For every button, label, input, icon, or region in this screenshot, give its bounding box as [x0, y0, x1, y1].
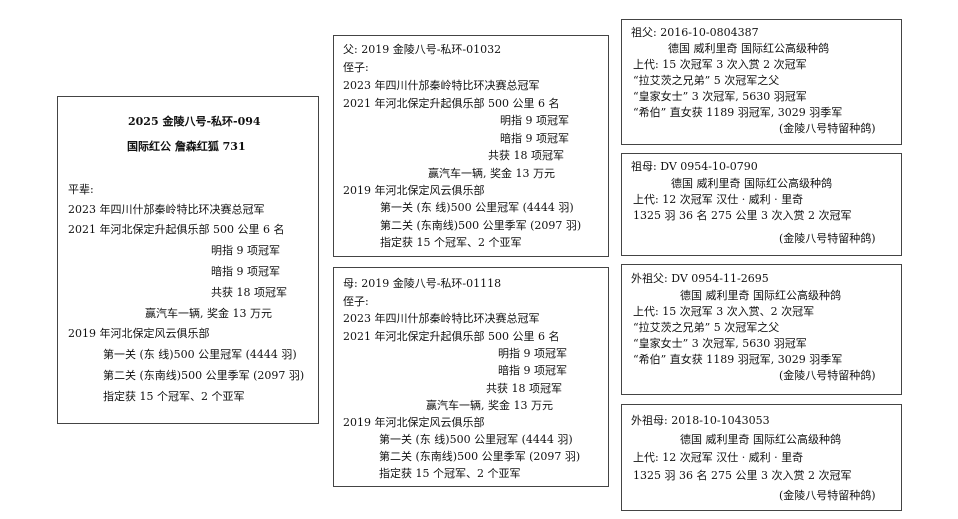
paternal-grandmother-card: 祖母: DV 0954-10-0790 德国 威利里奇 国际红公高级种鸽 上代:…: [621, 153, 902, 256]
maternal-grandmother-card: 外祖母: 2018-10-1043053 德国 威利里奇 国际红公高级种鸽 上代…: [621, 404, 902, 511]
mother-line: 2023 年四川什邡秦岭特比环决赛总冠军: [343, 312, 540, 325]
paternal-grandmother-ring-number: 祖母: DV 0954-10-0790: [631, 160, 758, 173]
maternal-grandfather-line: “皇家女士” 3 次冠军, 5630 羽冠军: [633, 337, 807, 350]
maternal-grandfather-line: “希伯” 直女获 1189 羽冠军, 3029 羽季军: [633, 353, 843, 366]
father-line: 第一关 (东 线)500 公里冠军 (4444 羽): [380, 201, 574, 214]
mother-line: 指定获 15 个冠军、2 个亚军: [379, 467, 521, 480]
father-line: 2023 年四川什邡秦岭特比环决赛总冠军: [343, 79, 540, 92]
paternal-grandmother-line: 上代: 12 次冠军 汉仕 · 威利 · 里奇: [633, 193, 804, 206]
father-line: 第二关 (东南线)500 公里季军 (2097 羽): [380, 219, 582, 232]
subject-breed-name: 国际红公 詹森红狐 731: [127, 140, 246, 153]
subject-line: 指定获 15 个冠军、2 个亚军: [103, 390, 245, 403]
subject-line: 赢汽车一辆, 奖金 13 万元: [145, 307, 272, 320]
maternal-grandmother-line: (金陵八号特留种鸽): [779, 489, 876, 502]
maternal-grandmother-line: 上代: 12 次冠军 汉仕 · 威利 · 里奇: [633, 451, 804, 464]
father-line: 明指 9 项冠军: [500, 114, 569, 127]
father-line: 共获 18 项冠军: [488, 149, 564, 162]
paternal-grandfather-ring-number: 祖父: 2016-10-0804387: [631, 26, 759, 39]
maternal-grandfather-card: 外祖父: DV 0954-11-2695 德国 威利里奇 国际红公高级种鸽 上代…: [621, 264, 902, 395]
mother-line: 2019 年河北保定风云俱乐部: [343, 416, 485, 429]
subject-line: 第一关 (东 线)500 公里冠军 (4444 羽): [103, 348, 297, 361]
subject-line: 共获 18 项冠军: [211, 286, 287, 299]
father-section-label: 侄子:: [343, 61, 369, 74]
mother-line: 明指 9 项冠军: [498, 347, 567, 360]
subject-line: 2019 年河北保定风云俱乐部: [68, 327, 210, 340]
mother-card: 母: 2019 金陵八号-私环-01118 侄子: 2023 年四川什邡秦岭特比…: [333, 267, 609, 487]
paternal-grandfather-card: 祖父: 2016-10-0804387 德国 威利里奇 国际红公高级种鸽 上代:…: [621, 19, 902, 145]
mother-line: 2021 年河北保定升起俱乐部 500 公里 6 名: [343, 330, 560, 343]
maternal-grandmother-ring-number: 外祖母: 2018-10-1043053: [631, 414, 770, 427]
paternal-grandfather-line: “拉艾茨之兄弟” 5 次冠军之父: [633, 74, 780, 87]
mother-ring-number: 母: 2019 金陵八号-私环-01118: [343, 277, 502, 290]
maternal-grandfather-line: 德国 威利里奇 国际红公高级种鸽: [680, 289, 841, 302]
paternal-grandmother-line: (金陵八号特留种鸽): [779, 232, 876, 245]
subject-ring-number: 2025 金陵八号-私环-094: [128, 115, 261, 128]
maternal-grandfather-line: 上代: 15 次冠军 3 次入赏、2 次冠军: [633, 305, 815, 318]
subject-section-label: 平辈:: [68, 183, 94, 196]
mother-line: 共获 18 项冠军: [486, 382, 562, 395]
paternal-grandfather-line: “皇家女士” 3 次冠军, 5630 羽冠军: [633, 90, 807, 103]
mother-line: 第一关 (东 线)500 公里冠军 (4444 羽): [379, 433, 573, 446]
maternal-grandmother-line: 德国 威利里奇 国际红公高级种鸽: [680, 433, 841, 446]
father-line: 赢汽车一辆, 奖金 13 万元: [428, 167, 555, 180]
paternal-grandfather-line: “希伯” 直女获 1189 羽冠军, 3029 羽季军: [633, 106, 843, 119]
maternal-grandfather-line: (金陵八号特留种鸽): [779, 369, 876, 382]
father-ring-number: 父: 2019 金陵八号-私环-01032: [343, 43, 502, 56]
father-line: 指定获 15 个冠军、2 个亚军: [380, 236, 522, 249]
paternal-grandfather-line: 德国 威利里奇 国际红公高级种鸽: [668, 42, 829, 55]
father-card: 父: 2019 金陵八号-私环-01032 侄子: 2023 年四川什邡秦岭特比…: [333, 35, 609, 257]
subject-line: 明指 9 项冠军: [211, 244, 280, 257]
mother-line: 赢汽车一辆, 奖金 13 万元: [426, 399, 553, 412]
father-line: 暗指 9 项冠军: [500, 132, 569, 145]
father-line: 2019 年河北保定风云俱乐部: [343, 184, 485, 197]
subject-line: 第二关 (东南线)500 公里季军 (2097 羽): [103, 369, 305, 382]
paternal-grandfather-line: (金陵八号特留种鸽): [779, 122, 876, 135]
subject-line: 2021 年河北保定升起俱乐部 500 公里 6 名: [68, 223, 285, 236]
mother-line: 暗指 9 项冠军: [498, 364, 567, 377]
mother-line: 第二关 (东南线)500 公里季军 (2097 羽): [379, 450, 581, 463]
maternal-grandfather-line: “拉艾茨之兄弟” 5 次冠军之父: [633, 321, 780, 334]
paternal-grandfather-line: 上代: 15 次冠军 3 次入赏 2 次冠军: [633, 58, 807, 71]
maternal-grandfather-ring-number: 外祖父: DV 0954-11-2695: [631, 272, 769, 285]
maternal-grandmother-line: 1325 羽 36 名 275 公里 3 次入赏 2 次冠军: [633, 469, 852, 482]
mother-section-label: 侄子:: [343, 295, 369, 308]
father-line: 2021 年河北保定升起俱乐部 500 公里 6 名: [343, 97, 560, 110]
subject-line: 暗指 9 项冠军: [211, 265, 280, 278]
subject-card: 2025 金陵八号-私环-094 国际红公 詹森红狐 731 平辈: 2023 …: [57, 96, 319, 424]
paternal-grandmother-line: 德国 威利里奇 国际红公高级种鸽: [671, 177, 832, 190]
subject-line: 2023 年四川什邡秦岭特比环决赛总冠军: [68, 203, 265, 216]
paternal-grandmother-line: 1325 羽 36 名 275 公里 3 次入赏 2 次冠军: [633, 209, 852, 222]
